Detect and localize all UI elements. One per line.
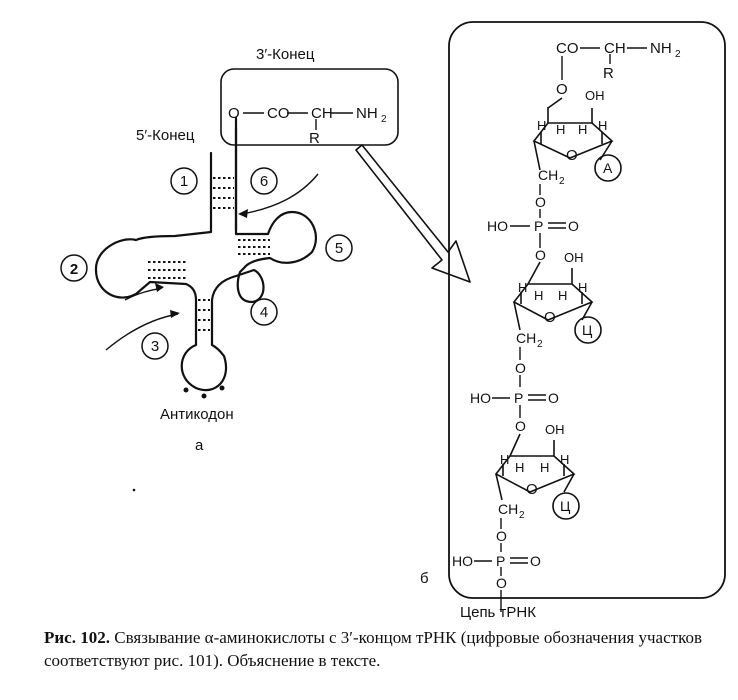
nucleotide-3: OH H H H H O CH 2 Ц: [494, 422, 580, 521]
svg-text:H: H: [578, 280, 587, 295]
ester-formula: O CO CH NH 2 R: [228, 105, 387, 147]
ester-bonds: [243, 112, 353, 130]
svg-text:O: O: [556, 81, 568, 98]
base-3: Ц: [560, 498, 571, 514]
svg-text:O: O: [496, 528, 507, 544]
svg-text:CH: CH: [604, 40, 626, 57]
svg-text:CH: CH: [538, 167, 558, 183]
svg-text:OH: OH: [585, 88, 605, 103]
nucleotide-1: OH H H H H O CH 2 А: [532, 88, 622, 187]
stray-dot: [132, 488, 136, 492]
svg-text:H: H: [500, 452, 509, 467]
svg-text:O: O: [515, 360, 526, 376]
svg-text:O: O: [544, 309, 556, 326]
phosphate-1: O HO P O O: [487, 194, 579, 263]
svg-text:CO: CO: [267, 105, 290, 122]
svg-text:H: H: [578, 122, 587, 137]
base-pairs: [148, 177, 270, 331]
arrow-heads: [155, 209, 248, 318]
link-1: [510, 184, 566, 248]
svg-text:P: P: [514, 390, 523, 406]
svg-text:P: P: [534, 218, 543, 234]
svg-text:O: O: [548, 390, 559, 406]
ribose-ring-1: [532, 97, 622, 182]
svg-text:OH: OH: [564, 250, 584, 265]
ribose-ring-3: [494, 433, 580, 520]
anticodon-marks: [183, 385, 225, 399]
caption-prefix: Рис. 102.: [44, 628, 110, 647]
figure-caption: Рис. 102. Связывание α-аминокислоты с 3′…: [44, 626, 724, 672]
region-4: 4: [260, 304, 268, 321]
svg-text:HO: HO: [487, 218, 508, 234]
svg-text:H: H: [534, 288, 543, 303]
svg-text:CH: CH: [498, 501, 518, 517]
region-numbers: 1 2 3 4 5 6: [70, 173, 343, 355]
svg-text:O: O: [568, 218, 579, 234]
chain-panel: [448, 21, 726, 599]
phosphate-2: O HO P O O: [470, 360, 559, 434]
svg-text:O: O: [526, 481, 538, 498]
svg-text:R: R: [603, 65, 614, 82]
svg-text:NH: NH: [650, 40, 672, 57]
svg-text:O: O: [535, 247, 546, 263]
nucleotide-2: OH H H H H O CH 2 Ц: [512, 250, 602, 350]
svg-text:P: P: [496, 553, 505, 569]
svg-text:H: H: [537, 118, 546, 133]
chain-top-group: CO CH NH 2 R O: [556, 40, 681, 98]
end5-label: 5′-Конец: [136, 127, 195, 144]
svg-text:CH: CH: [311, 105, 333, 122]
svg-text:2: 2: [675, 49, 681, 60]
svg-text:H: H: [556, 122, 565, 137]
ribose-ring-2: [512, 261, 602, 344]
svg-text:H: H: [560, 452, 569, 467]
base-2: Ц: [582, 322, 593, 338]
svg-text:OH: OH: [545, 422, 565, 437]
svg-text:O: O: [530, 553, 541, 569]
svg-text:H: H: [540, 460, 549, 475]
chain-label: Цепь тРНК: [460, 604, 536, 621]
svg-text:CO: CO: [556, 40, 579, 57]
magnify-arrow: [355, 144, 471, 283]
chain-top-bonds: [561, 47, 647, 80]
region-3: 3: [151, 338, 159, 355]
link-2: [492, 347, 546, 418]
svg-text:2: 2: [559, 176, 565, 187]
svg-text:H: H: [518, 280, 527, 295]
anticodon-label: Антикодон: [160, 406, 234, 423]
panel-b-letter: б: [420, 570, 429, 587]
svg-text:CH: CH: [516, 330, 536, 346]
panel-a-letter: а: [195, 437, 204, 454]
trna-backbone: [94, 126, 317, 392]
svg-text:H: H: [598, 118, 607, 133]
svg-text:R: R: [309, 130, 320, 147]
svg-text:HO: HO: [452, 553, 473, 569]
svg-text:2: 2: [519, 510, 525, 521]
svg-text:O: O: [566, 147, 578, 164]
caption-text: Связывание α-аминокислоты с 3′-концом тР…: [44, 628, 702, 670]
svg-text:NH: NH: [356, 105, 378, 122]
phosphate-3: O HO P O O: [452, 528, 541, 591]
region-circles: [60, 167, 353, 360]
region-2: 2: [70, 261, 78, 278]
trna-cloverleaf: [94, 116, 317, 392]
svg-text:2: 2: [381, 114, 387, 125]
ester-box: [220, 68, 399, 146]
region-6: 6: [260, 173, 268, 190]
svg-text:2: 2: [537, 339, 543, 350]
svg-text:H: H: [515, 460, 524, 475]
region-1: 1: [180, 173, 188, 190]
svg-text:O: O: [535, 194, 546, 210]
svg-text:H: H: [558, 288, 567, 303]
link-3: [474, 518, 528, 612]
svg-text:O: O: [228, 105, 240, 122]
svg-text:O: O: [515, 418, 526, 434]
svg-text:HO: HO: [470, 390, 491, 406]
end3-label: 3′-Конец: [256, 46, 315, 63]
base-1: А: [603, 160, 613, 176]
region-5: 5: [335, 240, 343, 257]
svg-text:O: O: [496, 575, 507, 591]
